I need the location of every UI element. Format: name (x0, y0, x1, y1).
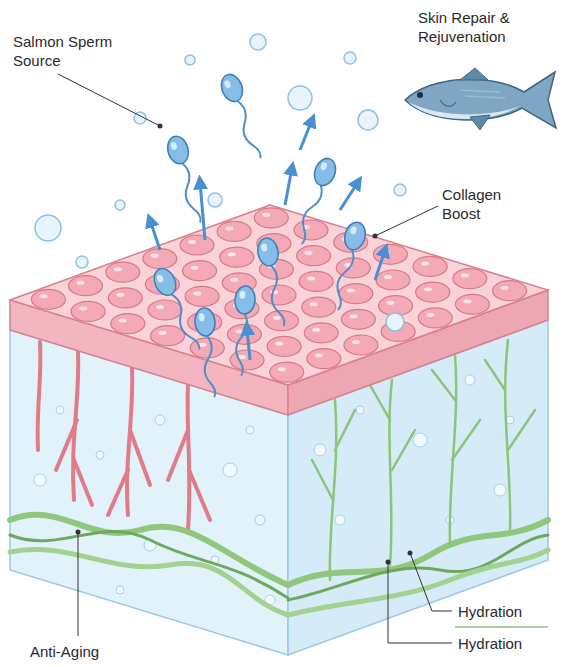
skin-cell (106, 262, 140, 282)
skin-cell (254, 208, 288, 228)
skin-cell (339, 284, 373, 304)
leader-lines (58, 74, 548, 643)
skin-cell (220, 247, 254, 267)
sperm-cell (229, 285, 257, 375)
callout-label: Collagen Boost (442, 185, 524, 223)
skin-cell (302, 297, 336, 317)
skin-cell (413, 256, 447, 276)
skin-cell (262, 285, 296, 305)
sperm-cell (326, 220, 368, 311)
sperm-cell (256, 236, 291, 327)
skin-cell (418, 308, 452, 328)
skin-cell (341, 309, 375, 329)
callout-label: Salmon Sperm Source (13, 32, 133, 70)
skin-cell (294, 220, 328, 240)
skin-cell (151, 326, 185, 346)
sperm-cell (165, 134, 207, 225)
epidermis-top (10, 205, 548, 385)
skin-cell (108, 288, 142, 308)
skin-cell (304, 323, 338, 343)
skin-cell (183, 261, 217, 281)
skin-cell (71, 301, 105, 321)
skin-cell (31, 289, 65, 309)
skin-cell (217, 221, 251, 241)
flow-arrow (285, 168, 292, 205)
skin-cell (373, 244, 407, 264)
sperm-cell (218, 71, 267, 161)
bubbles (35, 34, 406, 331)
leader-dots (76, 124, 413, 565)
flow-arrow (150, 220, 160, 250)
skin-cell (270, 362, 304, 382)
sperm-cell (194, 307, 222, 397)
flow-arrow (375, 250, 385, 280)
flow-arrow (247, 328, 250, 360)
skin-cell (416, 282, 450, 302)
skin-cell (69, 276, 103, 296)
skin-cell (455, 294, 489, 314)
callout-label: Anti-Aging (30, 642, 99, 661)
skin-cell (493, 281, 527, 301)
skin-cell (344, 335, 378, 355)
callout-label: Hydration (458, 634, 522, 653)
flow-arrow (200, 182, 205, 240)
skin-cell (307, 349, 341, 369)
skin-cell (185, 286, 219, 306)
skin-cell (376, 270, 410, 290)
flow-arrow (340, 182, 358, 210)
skin-cell (297, 246, 331, 266)
skin-cell (453, 269, 487, 289)
callout-label: Skin Repair & Rejuvenation (418, 8, 558, 46)
skin-cell (180, 235, 214, 255)
sperm-cell (290, 155, 339, 245)
skin-cell (230, 350, 264, 370)
skin-cell (299, 271, 333, 291)
sperm-cell (150, 265, 206, 354)
collagen-fibers (10, 515, 548, 615)
flow-arrow (300, 120, 312, 150)
skin-cell (143, 249, 177, 269)
salmon-icon (405, 68, 556, 130)
skin-cell (148, 300, 182, 320)
skin-cell (267, 336, 301, 356)
callout-label: Hydration (458, 602, 522, 621)
skin-cell (265, 311, 299, 331)
skin-cell (111, 314, 145, 334)
